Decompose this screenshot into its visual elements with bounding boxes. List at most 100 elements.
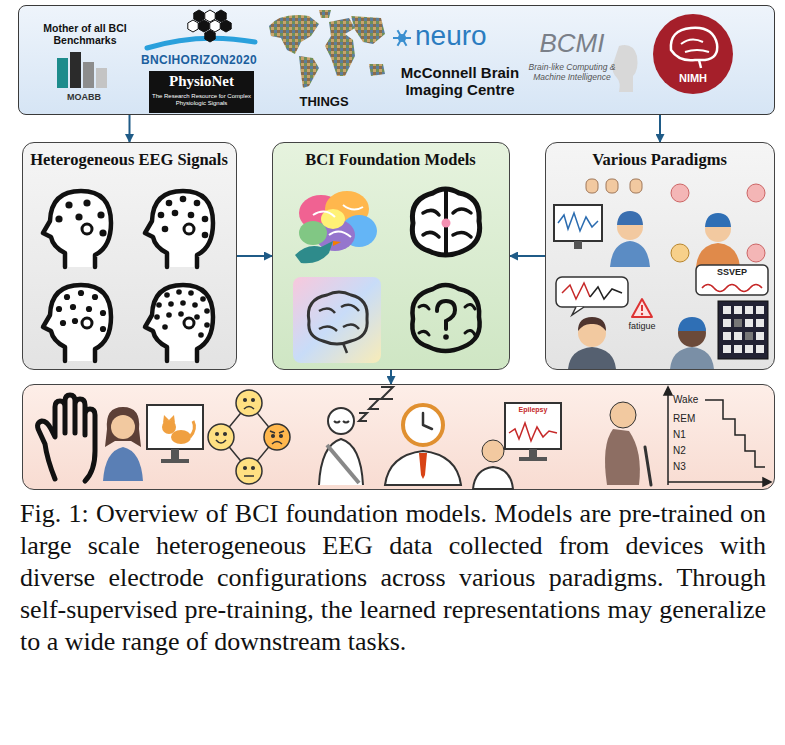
clinic-icon (473, 403, 561, 489)
drawing-part (162, 226, 169, 233)
drawing-part (75, 213, 82, 220)
drawing-part (568, 347, 616, 369)
drawing-part (224, 433, 227, 436)
drawing-part (327, 445, 359, 483)
drawing-part (111, 415, 135, 439)
drawing-part (734, 332, 742, 340)
hypnogram (664, 387, 771, 486)
drawing-part (756, 345, 764, 353)
drawing-part (641, 305, 643, 311)
drawing-part (272, 435, 275, 438)
drawing-part (419, 453, 427, 479)
drawing-part (747, 184, 765, 202)
drawing-part (745, 332, 753, 340)
drawing-part (202, 216, 209, 223)
drawing-part (723, 306, 731, 314)
drawing-part (398, 30, 407, 46)
drawing-part (423, 209, 471, 237)
drawing-part (210, 20, 220, 32)
stage-label: N2 (673, 445, 703, 457)
stage-label: Wake (673, 394, 703, 406)
drawing-part (423, 413, 432, 429)
drawing-part (171, 449, 179, 459)
drawing-part (60, 320, 66, 326)
eeg-head (145, 285, 213, 361)
drawing-part (204, 308, 210, 314)
drawing-part (65, 201, 72, 208)
drawing-part (198, 332, 204, 338)
drawing-part (269, 15, 319, 54)
drawing-part (412, 189, 479, 255)
drawing-part (199, 20, 209, 32)
logo-name: BNCIHORIZON2020 (139, 53, 259, 67)
drawing-part (194, 200, 201, 207)
task-panel: EpilepsyWakeREMN1N2N3 (22, 384, 775, 490)
drawing-part (293, 277, 381, 363)
stage-label: N3 (673, 461, 703, 473)
drawing-part (702, 285, 762, 292)
drawing-part (236, 390, 262, 416)
drawing-part (205, 30, 215, 42)
drawing-part (83, 62, 94, 88)
logo-name: MOABB (44, 92, 124, 102)
drawing-part (166, 312, 172, 318)
drawing-part (734, 319, 742, 327)
logo-name: neuro (415, 20, 525, 52)
drawing-part (734, 345, 742, 353)
moabb-bars (57, 52, 107, 88)
drawing-part (653, 14, 733, 94)
drawing-part (264, 424, 290, 450)
drawing-part (572, 307, 584, 315)
drawing-part (55, 215, 62, 222)
drawing-part (200, 296, 206, 302)
drawing-part (168, 301, 174, 307)
drawing-part (236, 458, 262, 484)
drawing-part (280, 435, 283, 438)
drawing-part (78, 290, 84, 296)
eeg-head (43, 285, 111, 361)
drawing-part (147, 405, 203, 449)
drawing-part (756, 306, 764, 314)
drawing-part (64, 294, 70, 300)
drawing-part (696, 265, 768, 295)
drawing-part (369, 64, 385, 76)
drawing-part (745, 319, 753, 327)
drowsy-icon (319, 387, 393, 485)
drawing-part (645, 447, 651, 485)
drawing-part (180, 196, 187, 203)
drawing-part (705, 213, 731, 227)
drawing-part (178, 311, 184, 317)
drawing-part (99, 229, 106, 236)
drawing-part (562, 283, 590, 299)
drawing-part (664, 387, 672, 395)
drawing-part (216, 440, 226, 443)
scene-label: SSVEP (696, 267, 768, 277)
drawing-part (176, 289, 182, 295)
drawing-part (334, 421, 349, 423)
drawing-part (272, 442, 282, 445)
drawing-part (678, 317, 706, 331)
drawing-part (319, 305, 359, 353)
drawing-part (244, 407, 254, 410)
drawing-part (443, 334, 449, 340)
drawing-part (578, 317, 606, 331)
visual-icon (103, 405, 203, 481)
eeg-head (43, 191, 111, 267)
model-art (273, 143, 511, 371)
eeg-head (145, 191, 213, 267)
logo-name: NIMH (663, 72, 723, 84)
drawing-part (671, 184, 689, 202)
drawing-part (72, 318, 78, 324)
drawing-part (723, 319, 731, 327)
drawing-part (252, 399, 255, 402)
drawing-part (171, 430, 191, 444)
drawing-part (505, 403, 561, 449)
task-art (23, 385, 776, 491)
drawing-part (437, 301, 455, 329)
drawing-part (244, 475, 254, 477)
drawing-part (718, 301, 768, 359)
drawing-part (180, 300, 186, 306)
drawing-part (630, 179, 642, 193)
drawing-part (295, 241, 333, 263)
drawing-part (667, 391, 669, 485)
